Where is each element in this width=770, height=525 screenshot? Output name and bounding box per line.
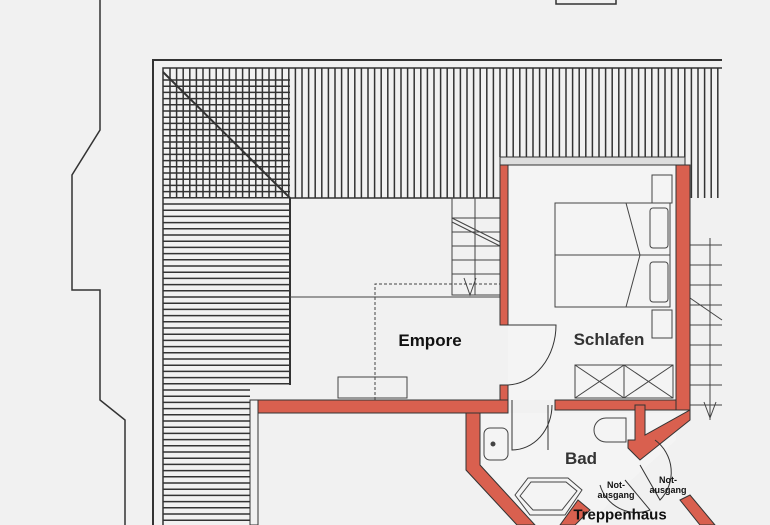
window-top xyxy=(499,156,686,166)
walls xyxy=(249,164,716,525)
bad-floor xyxy=(480,413,676,525)
wardrobe xyxy=(574,364,674,399)
roof-hatching-left xyxy=(163,79,290,521)
room-label-treppenhaus: Treppenhaus xyxy=(573,506,667,524)
doors xyxy=(507,324,672,513)
staircase-right xyxy=(689,238,723,420)
room-label-schlafen: Schlafen xyxy=(573,330,645,349)
outer-building-outline xyxy=(71,0,126,525)
roof-frame xyxy=(152,59,722,525)
room-label-notausgang-1: Not- ausgang xyxy=(597,480,635,500)
top-edge-box xyxy=(555,0,617,5)
room-label-empore: Empore xyxy=(398,331,462,350)
roof-hip-line xyxy=(162,71,291,199)
room-label-notausgang-2: Not- ausgang xyxy=(649,475,687,495)
empore-open-area xyxy=(258,198,500,400)
roof-inner-frame xyxy=(162,67,722,525)
roof-hatching-top xyxy=(169,68,719,198)
double-bed xyxy=(554,174,673,339)
bath-fixtures xyxy=(483,417,627,516)
room-label-bad: Bad xyxy=(564,449,598,468)
